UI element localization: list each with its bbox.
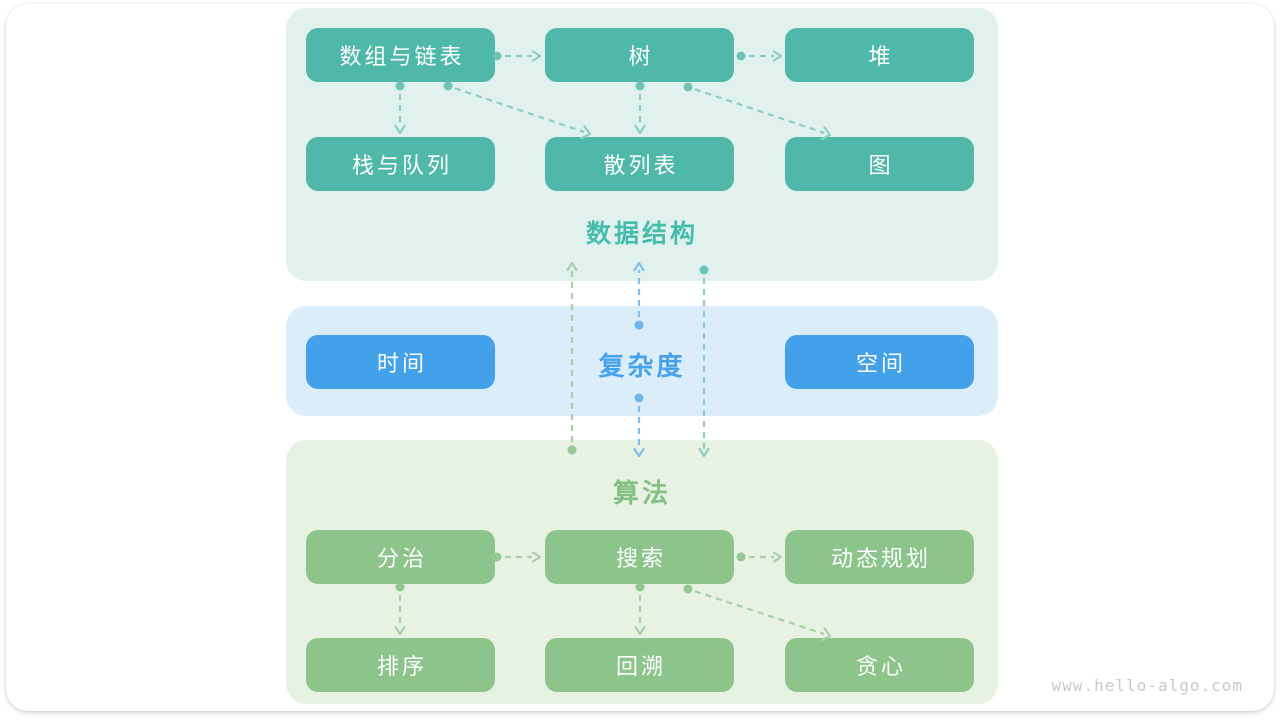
data-structures-label: 数据结构 [585, 219, 698, 248]
node-space: 空间 [785, 335, 974, 389]
algorithms-label: 算法 [612, 479, 671, 509]
diagram-card: 数组与链表 树 堆 栈与队列 散列表 图 数据结构 时间 空间 复杂度 算法 分… [6, 4, 1274, 711]
complexity-label: 复杂度 [598, 352, 686, 382]
algorithms-panel: 算法 分治 搜索 动态规划 排序 回溯 贪心 [286, 440, 998, 704]
node-graph: 图 [785, 137, 974, 191]
node-arrays-linked-lists: 数组与链表 [306, 28, 495, 82]
node-dynamic-programming: 动态规划 [785, 530, 974, 584]
node-time: 时间 [306, 335, 495, 389]
complexity-panel: 时间 空间 复杂度 [286, 306, 998, 416]
watermark-url: www.hello-algo.com [1051, 676, 1243, 695]
node-greedy: 贪心 [785, 638, 974, 692]
data-structures-panel: 数组与链表 树 堆 栈与队列 散列表 图 数据结构 [286, 8, 998, 281]
node-stack-queue: 栈与队列 [306, 137, 495, 191]
node-tree: 树 [545, 28, 734, 82]
node-backtracking: 回溯 [545, 638, 734, 692]
node-search: 搜索 [545, 530, 734, 584]
node-hash-table: 散列表 [545, 137, 734, 191]
node-sorting: 排序 [306, 638, 495, 692]
node-heap: 堆 [785, 28, 974, 82]
node-divide-conquer: 分治 [306, 530, 495, 584]
